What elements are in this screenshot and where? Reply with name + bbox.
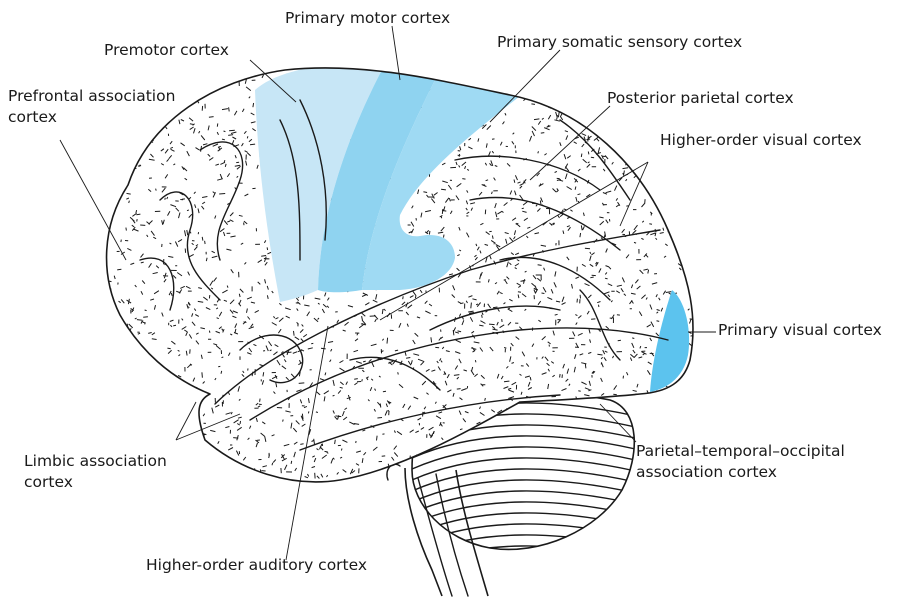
cerebral-hemisphere [98,55,702,493]
label-primary-somatic-sensory-cortex: Primary somatic sensory cortex [497,32,742,53]
label-higher-order-auditory-cortex: Higher-order auditory cortex [146,555,367,576]
label-premotor-cortex: Premotor cortex [104,40,229,61]
label-parietal-temporal-occipital-association-cortex: Parietal–temporal–occipital association … [636,441,845,483]
label-higher-order-visual-cortex: Higher-order visual cortex [660,130,862,151]
label-primary-visual-cortex: Primary visual cortex [718,320,882,341]
label-posterior-parietal-cortex: Posterior parietal cortex [607,88,794,109]
cerebellum-folium [412,546,640,568]
label-limbic-association-cortex: Limbic association cortex [24,451,167,493]
leader-limbic-2 [176,402,196,440]
leader-primary-motor [392,26,400,80]
label-primary-motor-cortex: Primary motor cortex [285,8,450,29]
label-prefrontal-association-cortex: Prefrontal association cortex [8,86,175,128]
leader-pto [600,404,636,442]
leader-prefrontal [60,140,126,260]
